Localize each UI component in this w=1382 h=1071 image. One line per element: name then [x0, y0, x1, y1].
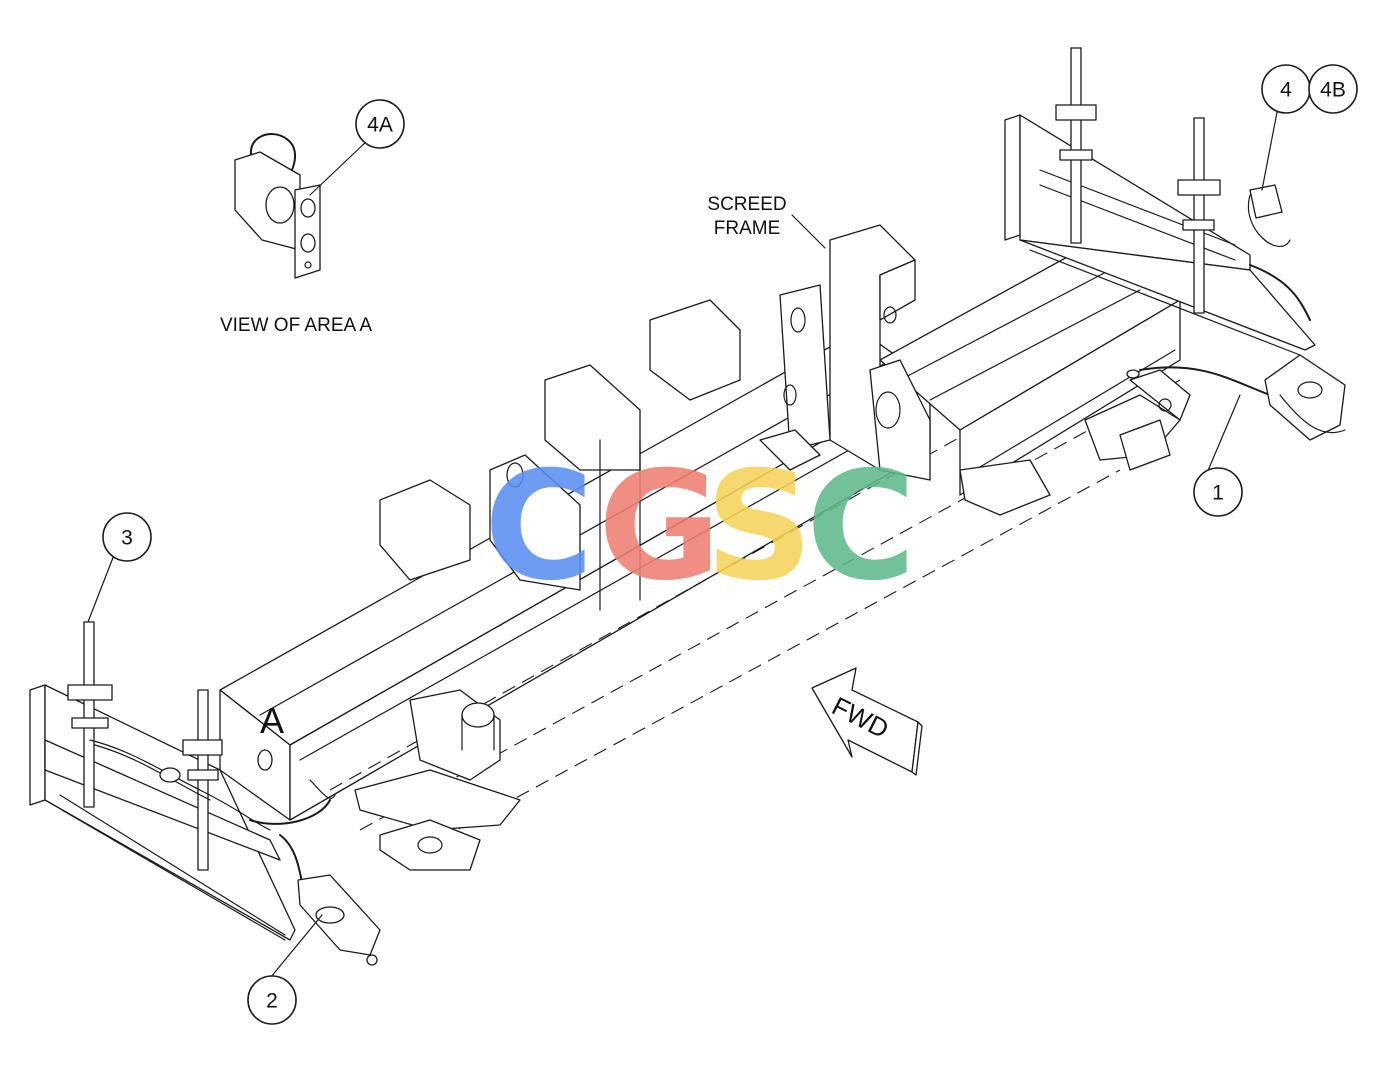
svg-text:1: 1 — [1212, 482, 1224, 505]
lower-mounts — [354, 689, 521, 871]
svg-text:3: 3 — [121, 527, 133, 550]
leader-lines — [87, 106, 1279, 984]
cgsc-watermark: C G S C — [484, 440, 916, 614]
screed-frame-label-line1: SCREED — [707, 194, 786, 215]
area-a-detail — [234, 133, 321, 279]
watermark-letter-g: G — [598, 440, 721, 614]
left-harness — [249, 779, 381, 966]
callout-1[interactable]: 1 — [1193, 467, 1243, 517]
watermark-letter-c1: C — [484, 440, 594, 614]
callout-4a[interactable]: 4A — [355, 99, 405, 149]
right-end-gate — [1004, 47, 1346, 441]
fwd-arrow: FWD — [811, 667, 923, 776]
view-of-area-label: VIEW OF AREA A — [220, 315, 372, 336]
frame-brackets — [379, 224, 1191, 611]
callout-3[interactable]: 3 — [102, 512, 152, 562]
callout-4b[interactable]: 4B — [1308, 64, 1358, 114]
area-marker: A — [260, 700, 284, 741]
left-end-gate — [29, 621, 296, 941]
screed-frame-label-line2: FRAME — [714, 218, 781, 239]
watermark-letter-c2: C — [806, 440, 916, 614]
svg-text:4A: 4A — [367, 114, 393, 137]
svg-text:4B: 4B — [1320, 79, 1346, 102]
watermark-letter-s: S — [705, 440, 813, 614]
svg-text:4: 4 — [1280, 79, 1292, 102]
callout-2[interactable]: 2 — [247, 975, 297, 1025]
svg-text:2: 2 — [266, 990, 278, 1013]
callout-4[interactable]: 4 — [1261, 64, 1311, 114]
